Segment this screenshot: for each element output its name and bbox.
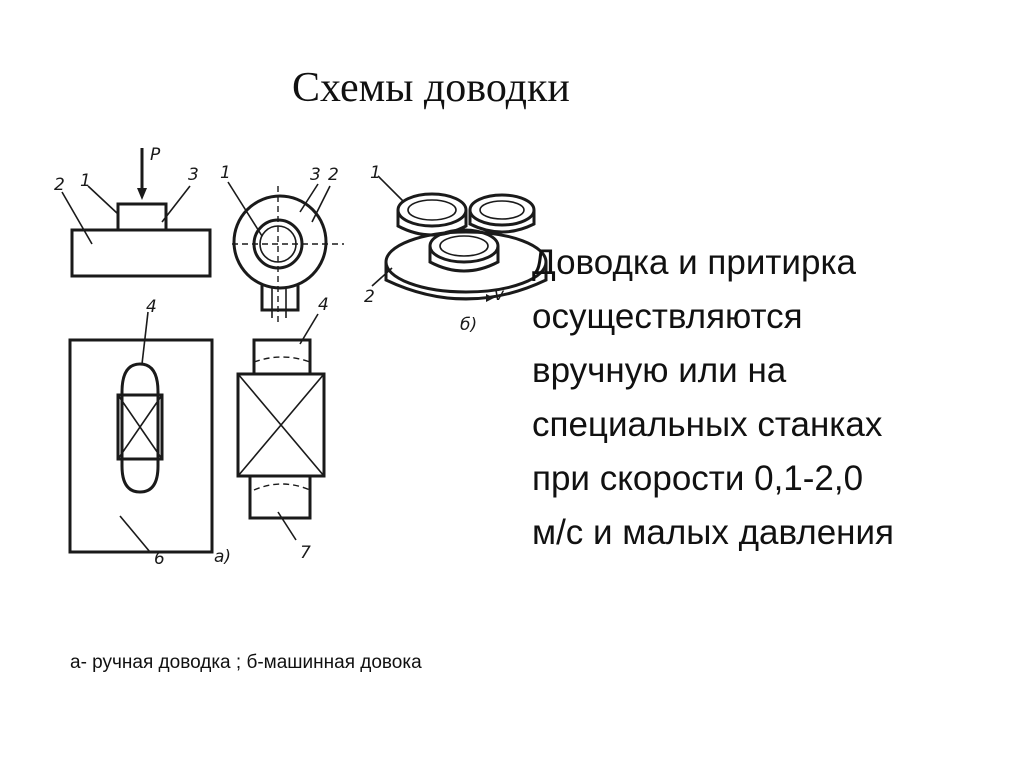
label-2-right: 2: [364, 287, 375, 307]
manual-lapping-side-view: P 2 1 3: [54, 145, 212, 278]
label-1-right: 1: [370, 163, 381, 183]
lapping-schemes-figure: P 2 1 3 4 6 а) 1 3 2: [54, 145, 548, 569]
label-6: 6: [154, 549, 165, 569]
label-7: 7: [300, 543, 311, 563]
velocity-label: v: [494, 285, 505, 305]
label-3-left: 3: [188, 165, 199, 185]
workpiece-view: 4 7: [236, 295, 329, 563]
figure-caption: а- ручная доводка ; б-машинная довока: [70, 652, 422, 673]
label-a: а): [214, 547, 231, 567]
manual-lapping-plan-view: 4 6 а): [68, 297, 231, 569]
slide-body-text: Доводка и притирка осуществляются вручну…: [532, 243, 895, 552]
label-1-left: 1: [80, 171, 91, 191]
slide-title: Схемы доводки: [292, 65, 570, 111]
machine-lapping-view: v 1 2 б): [364, 163, 548, 335]
label-2-left: 2: [54, 175, 65, 195]
force-label: P: [150, 145, 161, 165]
ring-lap-view: 1 3 2: [220, 163, 344, 326]
label-4-mid: 4: [318, 295, 329, 315]
label-1-mid: 1: [220, 163, 231, 183]
label-b: б): [460, 315, 477, 335]
label-4-left: 4: [146, 297, 157, 317]
label-3-mid: 3: [310, 165, 321, 185]
label-2-mid: 2: [328, 165, 339, 185]
